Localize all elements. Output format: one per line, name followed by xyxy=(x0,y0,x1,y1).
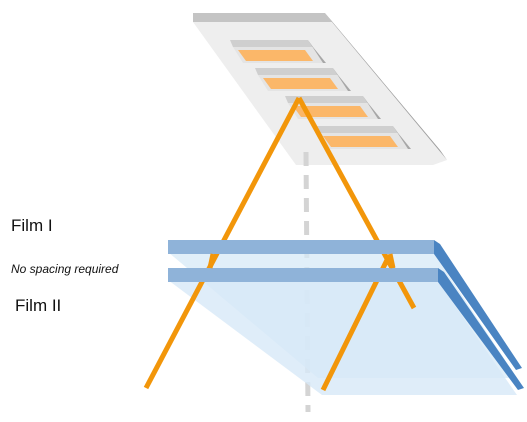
film-sheets xyxy=(168,252,517,395)
film-one-label: Film I xyxy=(11,216,53,235)
film-two-bar xyxy=(168,268,438,282)
film-one-side xyxy=(434,240,522,370)
film-two-side xyxy=(438,268,524,390)
source-element xyxy=(315,126,411,149)
source-element xyxy=(255,68,351,91)
source-element xyxy=(230,40,326,63)
source-side-bevel xyxy=(325,13,447,160)
source-top-strip xyxy=(193,13,332,22)
film-two-label: Film II xyxy=(15,296,62,315)
spacing-note-label: No spacing required xyxy=(11,262,119,276)
film-one-bar xyxy=(168,240,434,254)
film-two xyxy=(168,268,524,390)
film-two-sheet xyxy=(168,280,517,395)
source-assembly xyxy=(193,13,447,165)
film-one xyxy=(168,240,522,370)
beam-crossings xyxy=(207,253,396,269)
source-base-plate xyxy=(193,22,447,165)
